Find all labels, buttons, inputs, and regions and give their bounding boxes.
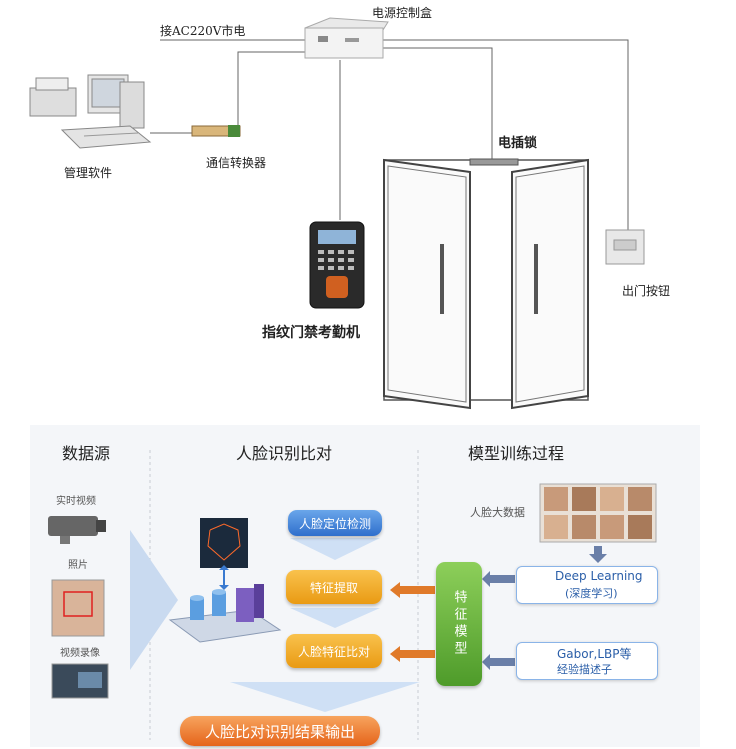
power-box-icon <box>304 17 389 59</box>
wire-lock <box>383 47 493 160</box>
wire-to-converter <box>237 51 310 130</box>
heading-model-training: 模型训练过程 <box>468 444 565 463</box>
heading-data-source: 数据源 <box>62 444 111 463</box>
door-handle-right <box>534 244 538 314</box>
feature-model-box: 特征模型 <box>436 562 482 686</box>
door-handle-left <box>440 244 444 314</box>
label-exit-button: 出门按钮 <box>622 284 671 298</box>
funnel-2 <box>290 608 380 628</box>
wiring-svg <box>29 17 645 410</box>
source-chevron <box>130 530 178 670</box>
label-power-box: 电源控制盒 <box>372 6 433 20</box>
funnel-1 <box>290 538 380 560</box>
face-grid <box>539 483 657 543</box>
label-electric-lock: 电插锁 <box>498 136 538 151</box>
door-frame <box>383 158 589 410</box>
label-management-software: 管理软件 <box>64 166 113 180</box>
electric-lock-icon <box>469 158 519 166</box>
gabor-subtitle: 经验描述子 <box>557 663 612 676</box>
step-feature-extraction: 特征提取 <box>286 570 382 604</box>
label-photo: 照片 <box>68 560 88 571</box>
arrow-to-compare <box>390 646 435 662</box>
fingerprint-machine-icon <box>309 221 365 309</box>
database-icon <box>168 584 282 643</box>
camera-icon <box>48 516 106 544</box>
photo-thumbnail <box>51 579 105 637</box>
arrow-to-extract <box>390 582 435 598</box>
wire-exit-button <box>383 39 629 230</box>
exit-button-icon <box>605 229 645 265</box>
converter-icon <box>191 125 241 137</box>
gabor-title: Gabor,LBP等 <box>557 647 632 661</box>
label-ac-power: 接AC220V市电 <box>160 24 246 38</box>
gabor-box: Gabor,LBP等 经验描述子 <box>516 642 658 680</box>
label-face-big-data: 人脸大数据 <box>470 506 525 519</box>
step-face-detection: 人脸定位检测 <box>288 510 382 536</box>
label-realtime-video: 实时视频 <box>56 496 96 507</box>
step-result-output: 人脸比对识别结果输出 <box>180 716 380 746</box>
funnel-3 <box>230 682 420 712</box>
heading-face-matching: 人脸识别比对 <box>236 444 333 463</box>
label-video-recording: 视频录像 <box>60 648 100 659</box>
deep-learning-title: Deep Learning <box>555 569 643 583</box>
step-feature-comparison: 人脸特征比对 <box>286 634 382 668</box>
computer-icon <box>29 74 152 149</box>
arrow-big-data <box>589 546 607 563</box>
deep-learning-box: Deep Learning (深度学习) <box>516 566 658 604</box>
arrow-deep-learning <box>482 571 515 587</box>
label-comm-converter: 通信转换器 <box>206 156 267 170</box>
label-fingerprint-machine: 指纹门禁考勤机 <box>262 325 360 341</box>
arrow-gabor <box>482 654 515 670</box>
deep-learning-subtitle: (深度学习) <box>565 587 618 600</box>
